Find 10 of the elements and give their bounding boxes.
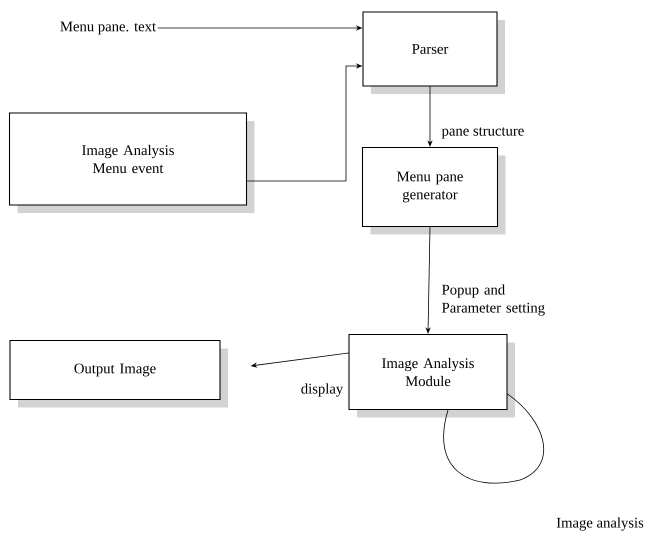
edge-label: Popup and Parameter setting (442, 284, 545, 316)
process-box: Image Analysis Menu event (8, 112, 254, 213)
process-box: Menu pane generator (362, 146, 506, 234)
input-label: Menu pane. text (60, 22, 156, 34)
edge-label: display (301, 383, 344, 397)
edge-label: Image analysis (556, 517, 644, 531)
process-box: Image Analysis Module (348, 334, 515, 418)
edge-label: pane structure (442, 127, 524, 139)
process-box: Parser (362, 11, 505, 94)
process-box: Output Image (9, 340, 228, 408)
